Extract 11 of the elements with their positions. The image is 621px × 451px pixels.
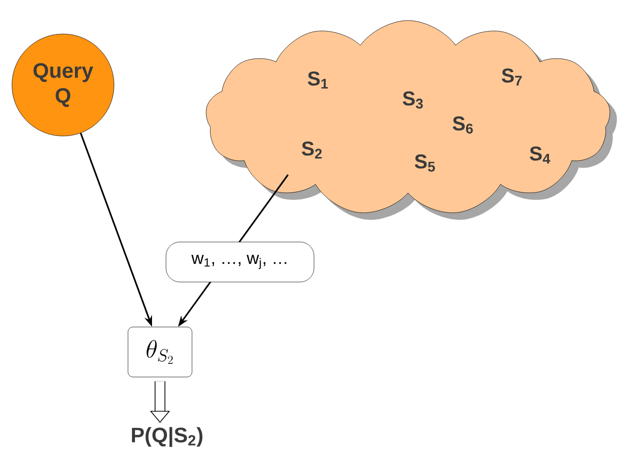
set-label: S$_{4}$ [530, 146, 550, 164]
set-label: S$_{1}$ [308, 71, 328, 89]
edge-label: w$_{1}$, …, w$_{j}$, … [166, 242, 314, 282]
set-label: S$_{6}$ [452, 116, 473, 134]
set-label: S$_{3}$ [402, 91, 423, 109]
probability-label: P(Q|S$_{2}$) [132, 427, 202, 447]
set-label: S$_{2}$ [302, 141, 322, 159]
cloud-shape [206, 20, 617, 220]
set-label: S$_{5}$ [414, 154, 435, 172]
parameter-box: $\theta_{S_2}$ [128, 326, 192, 378]
set-label: S$_{7}$ [502, 68, 522, 86]
